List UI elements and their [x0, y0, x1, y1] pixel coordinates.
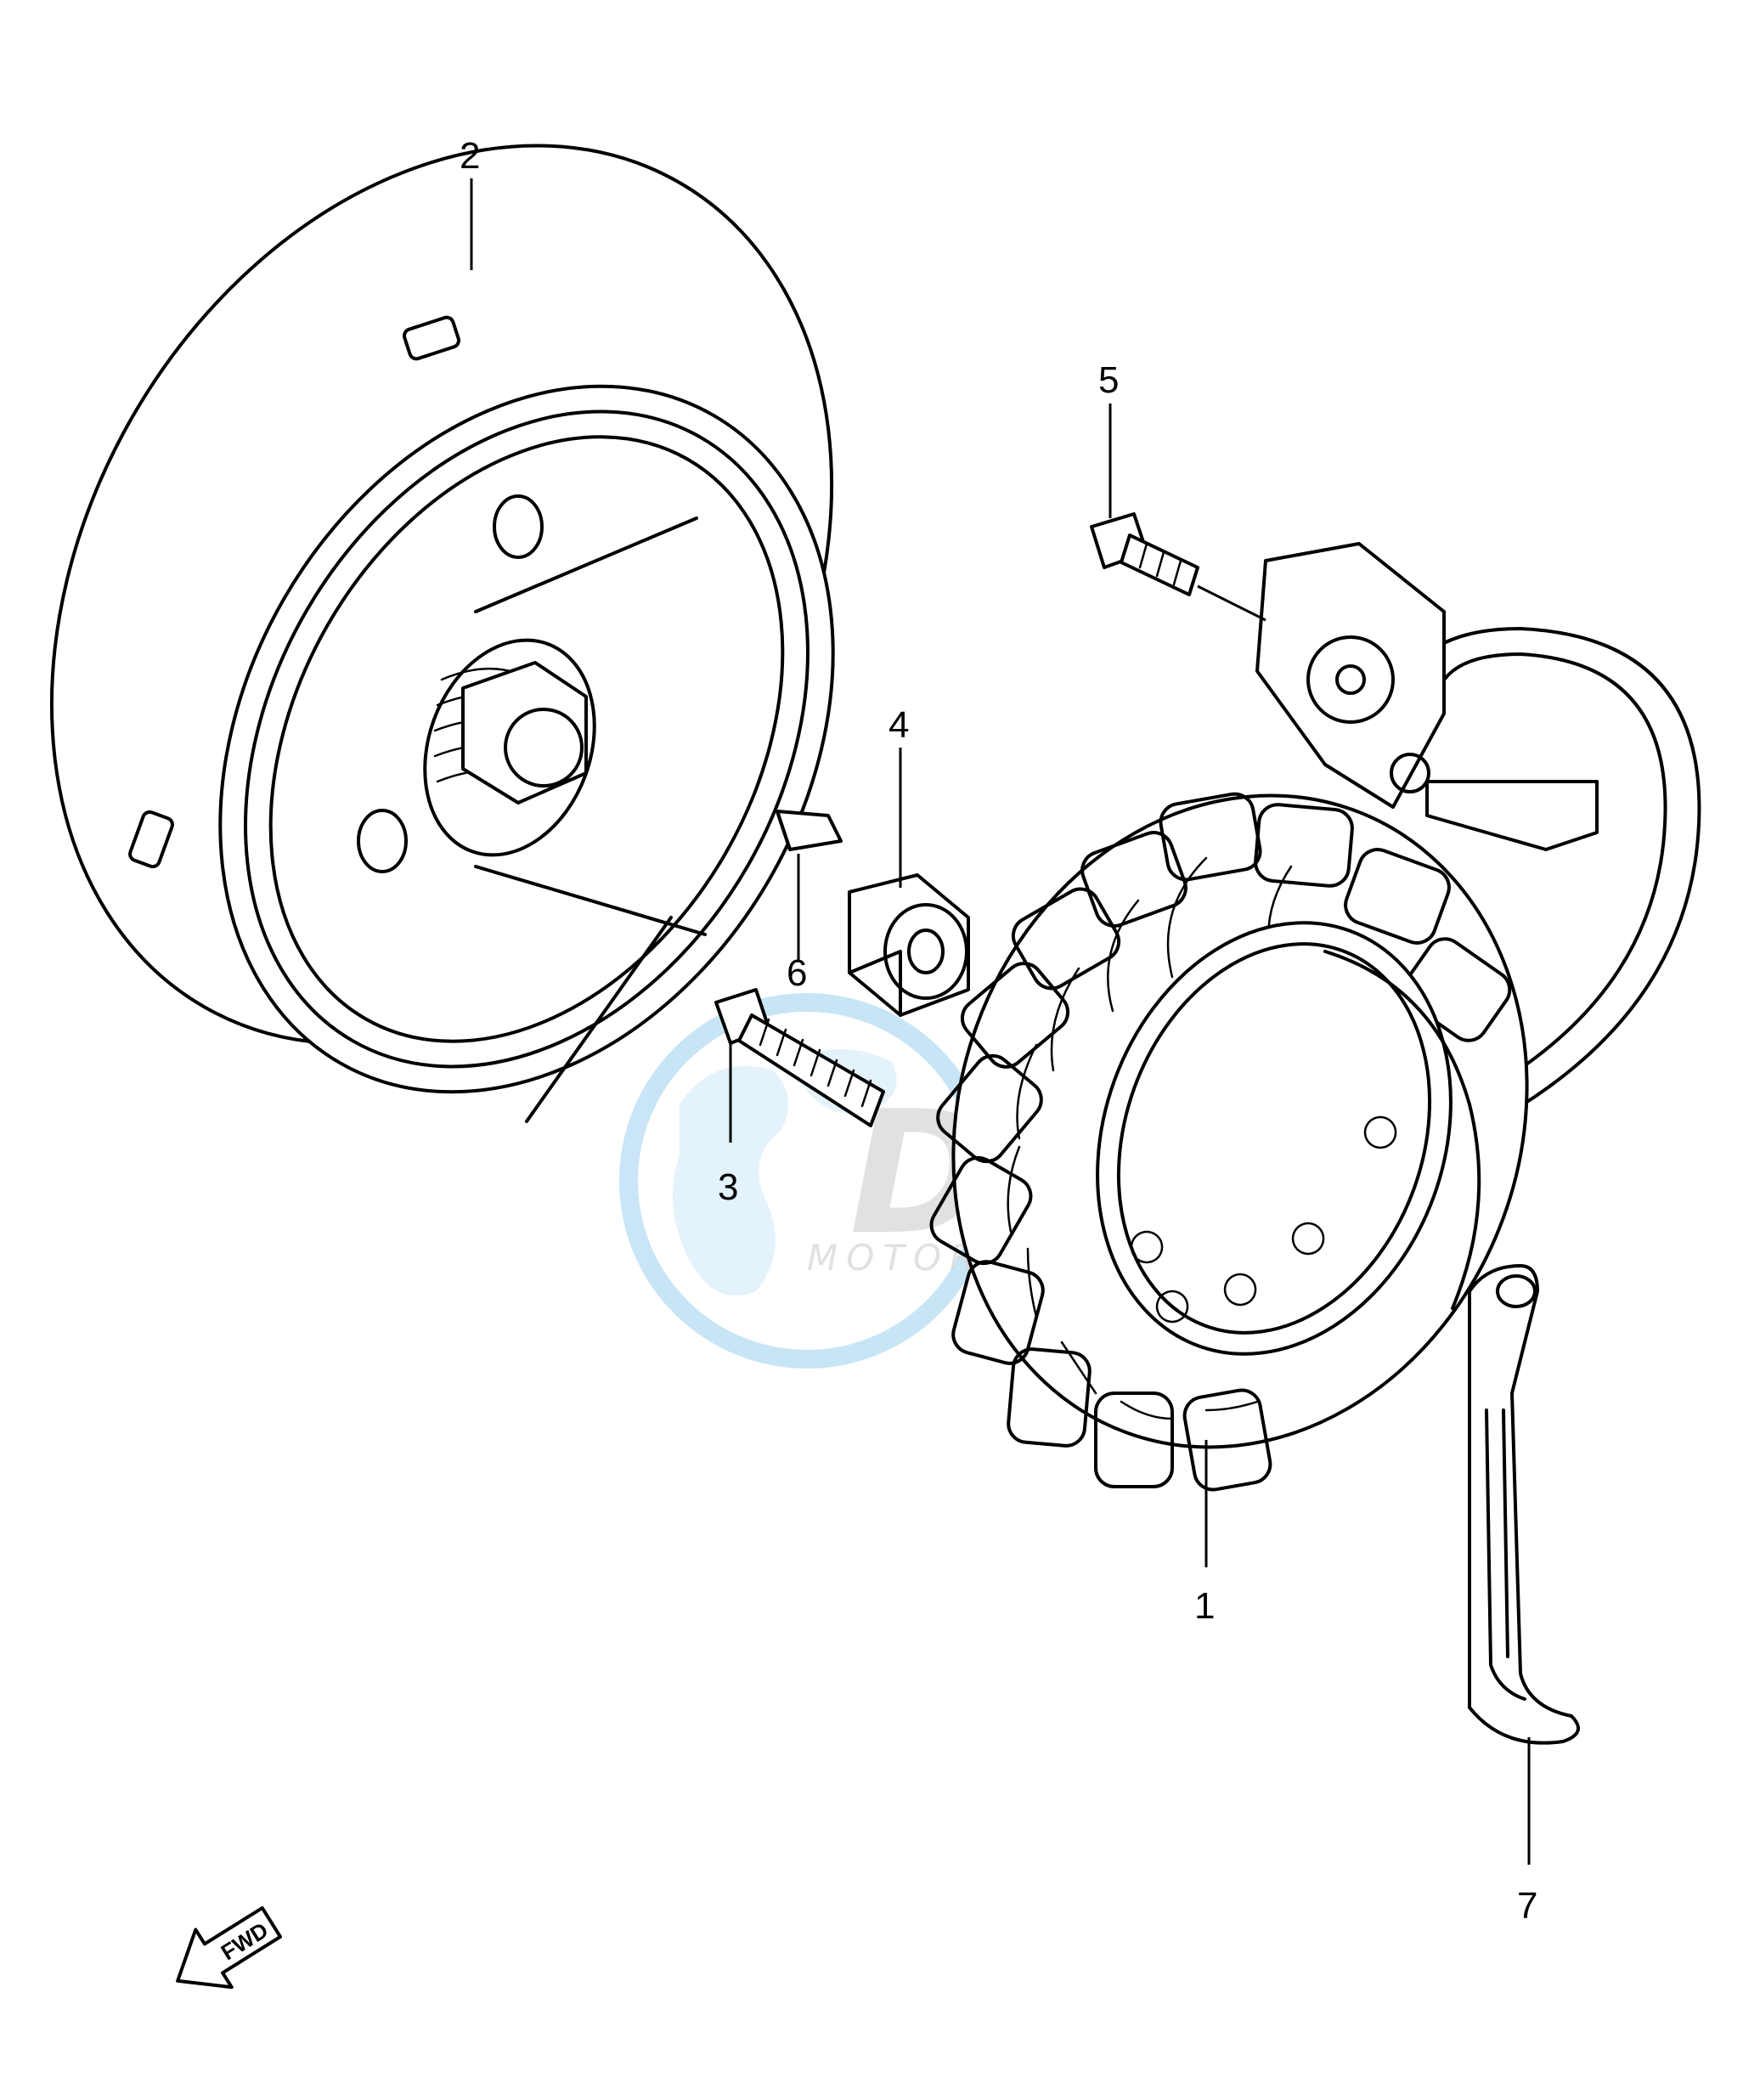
fwd-direction-badge: FWD: [176, 1905, 282, 1990]
callout-6: 6: [787, 952, 807, 994]
callout-7: 7: [1517, 1885, 1537, 1927]
part-5-screw: [1090, 512, 1199, 596]
part-3-bolt: [714, 988, 885, 1127]
part-7-clamp: [1468, 1264, 1580, 1745]
part-1-stator-assembly: [929, 542, 1701, 1492]
callouts: 2 5 4 6 3 1 7: [460, 135, 1537, 1927]
callout-3: 3: [718, 1166, 738, 1208]
part-6-key: [776, 810, 843, 851]
watermark-continents: [673, 1049, 897, 1296]
part-4-nut: [848, 873, 970, 1017]
callout-2: 2: [460, 135, 480, 177]
callout-1: 1: [1194, 1585, 1215, 1627]
leader-lines: [470, 178, 1531, 1865]
callout-5: 5: [1098, 359, 1119, 401]
callout-4: 4: [888, 704, 909, 746]
leader-line-5b: [1197, 584, 1266, 622]
part-2-flywheel-rotor: [49, 144, 835, 1123]
